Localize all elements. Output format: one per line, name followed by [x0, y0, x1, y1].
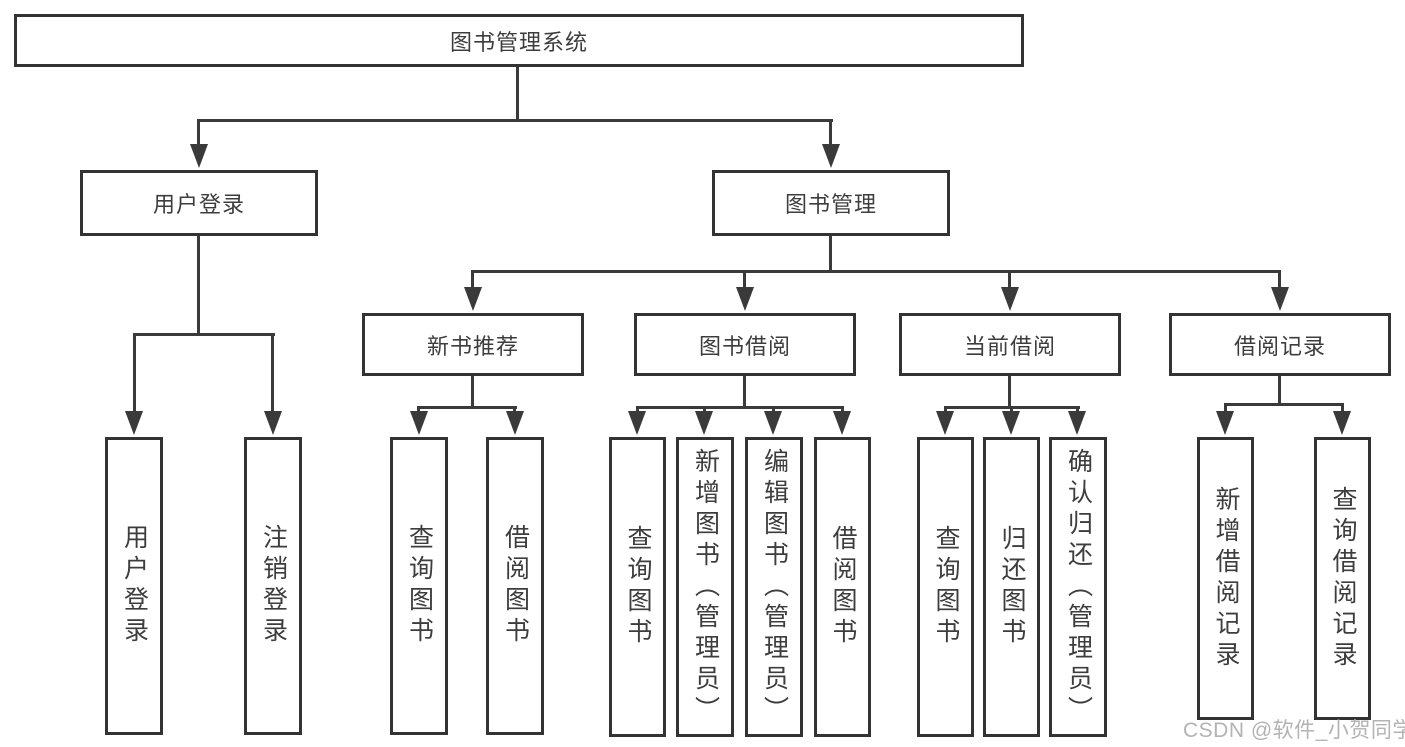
connector-arrowhead — [1002, 411, 1020, 435]
connector-arrowhead — [736, 287, 754, 311]
connector-arrowhead — [833, 411, 851, 435]
watermark: CSDN @软件_小贺同学 — [1183, 719, 1405, 742]
leaf-query-books-2-label: 查询图书 — [624, 525, 652, 649]
leaf-query-books-1-label: 查询图书 — [405, 524, 434, 648]
connector-arrowhead — [125, 411, 143, 435]
connector-arrowhead — [1216, 411, 1234, 435]
connector-line — [1224, 403, 1227, 413]
node-new-book-recommend: 新书推荐 — [362, 313, 584, 376]
leaf-add-book-admin-label: 新增图书（管理员） — [691, 447, 720, 727]
connector-arrowhead — [1001, 287, 1019, 311]
connector-line — [743, 376, 746, 409]
leaf-edit-book-admin-label: 编辑图书（管理员） — [760, 447, 789, 727]
connector-arrowhead — [410, 411, 428, 435]
connector-line — [841, 406, 844, 413]
leaf-query-borrow-record-label: 查询借阅记录 — [1329, 485, 1357, 672]
node-new-book-recommend-label: 新书推荐 — [426, 333, 519, 359]
connector-line — [471, 270, 474, 289]
leaf-logout-label: 注销登录 — [259, 524, 288, 648]
connector-arrowhead — [506, 411, 524, 435]
connector-arrowhead — [190, 144, 208, 168]
connector-arrowhead — [1333, 411, 1351, 435]
connector-line — [1278, 270, 1281, 289]
connector-line — [133, 333, 136, 411]
connector-line — [829, 236, 832, 273]
connector-arrowhead — [1068, 411, 1086, 435]
connector-line — [133, 333, 275, 336]
connector-arrowhead — [464, 287, 482, 311]
connector-line — [743, 270, 746, 289]
leaf-edit-book-admin: 编辑图书（管理员） — [745, 437, 803, 737]
leaf-return-book: 归还图书 — [983, 437, 1040, 737]
leaf-borrow-books-2: 借阅图书 — [814, 437, 871, 737]
connector-arrowhead — [822, 144, 840, 168]
connector-line — [829, 119, 832, 146]
connector-line — [1010, 406, 1013, 413]
connector-line — [1278, 376, 1281, 406]
leaf-borrow-books-2-label: 借阅图书 — [829, 525, 857, 649]
connector-line — [513, 406, 516, 413]
node-root: 图书管理系统 — [14, 14, 1024, 67]
connector-line — [636, 406, 639, 413]
node-book-borrow-label: 图书借阅 — [698, 333, 791, 359]
connector-line — [1008, 376, 1011, 409]
connector-line — [1076, 406, 1079, 413]
leaf-user-login-label: 用户登录 — [120, 524, 149, 648]
leaf-add-book-admin: 新增图书（管理员） — [676, 437, 734, 737]
leaf-query-books-2: 查询图书 — [609, 437, 666, 737]
node-borrow-records-label: 借阅记录 — [1233, 333, 1326, 359]
connector-arrowhead — [264, 411, 282, 435]
leaf-query-books-3-label: 查询图书 — [932, 525, 960, 649]
connector-line — [197, 119, 833, 122]
connector-line — [418, 406, 517, 409]
connector-line — [417, 406, 420, 413]
connector-arrowhead — [628, 411, 646, 435]
connector-arrowhead — [695, 411, 713, 435]
leaf-add-borrow-record: 新增借阅记录 — [1197, 437, 1254, 720]
leaf-borrow-books-1: 借阅图书 — [486, 437, 544, 735]
connector-line — [772, 406, 775, 413]
node-root-label: 图书管理系统 — [449, 29, 588, 55]
connector-line — [636, 406, 844, 409]
leaf-logout: 注销登录 — [244, 437, 302, 735]
connector-line — [1341, 403, 1344, 413]
connector-line — [944, 406, 947, 413]
node-book-management-label: 图书管理 — [784, 192, 877, 217]
connector-arrowhead — [764, 411, 782, 435]
connector-line — [271, 333, 274, 411]
node-current-borrow: 当前借阅 — [899, 313, 1121, 376]
leaf-add-borrow-record-label: 新增借阅记录 — [1212, 485, 1240, 672]
leaf-query-borrow-record: 查询借阅记录 — [1314, 437, 1371, 720]
connector-line — [197, 236, 200, 336]
leaf-query-books-3: 查询图书 — [917, 437, 974, 737]
connector-line — [1224, 403, 1344, 406]
leaf-user-login: 用户登录 — [105, 437, 163, 735]
connector-line — [516, 67, 519, 122]
connector-line — [471, 270, 1281, 273]
leaf-query-books-1: 查询图书 — [390, 437, 448, 735]
node-borrow-records: 借阅记录 — [1169, 313, 1391, 376]
node-user-login: 用户登录 — [80, 170, 318, 236]
leaf-confirm-return-admin-label: 确认归还（管理员） — [1064, 447, 1093, 727]
connector-arrowhead — [1271, 287, 1289, 311]
connector-line — [197, 119, 200, 146]
connector-arrowhead — [936, 411, 954, 435]
node-book-borrow: 图书借阅 — [634, 313, 856, 376]
leaf-confirm-return-admin: 确认归还（管理员） — [1049, 437, 1107, 737]
node-current-borrow-label: 当前借阅 — [963, 333, 1056, 359]
connector-line — [471, 376, 474, 409]
connector-line — [1008, 270, 1011, 289]
node-book-management: 图书管理 — [712, 170, 950, 236]
leaf-borrow-books-1-label: 借阅图书 — [501, 524, 530, 648]
node-user-login-label: 用户登录 — [152, 192, 245, 217]
connector-line — [703, 406, 706, 413]
leaf-return-book-label: 归还图书 — [998, 525, 1026, 649]
